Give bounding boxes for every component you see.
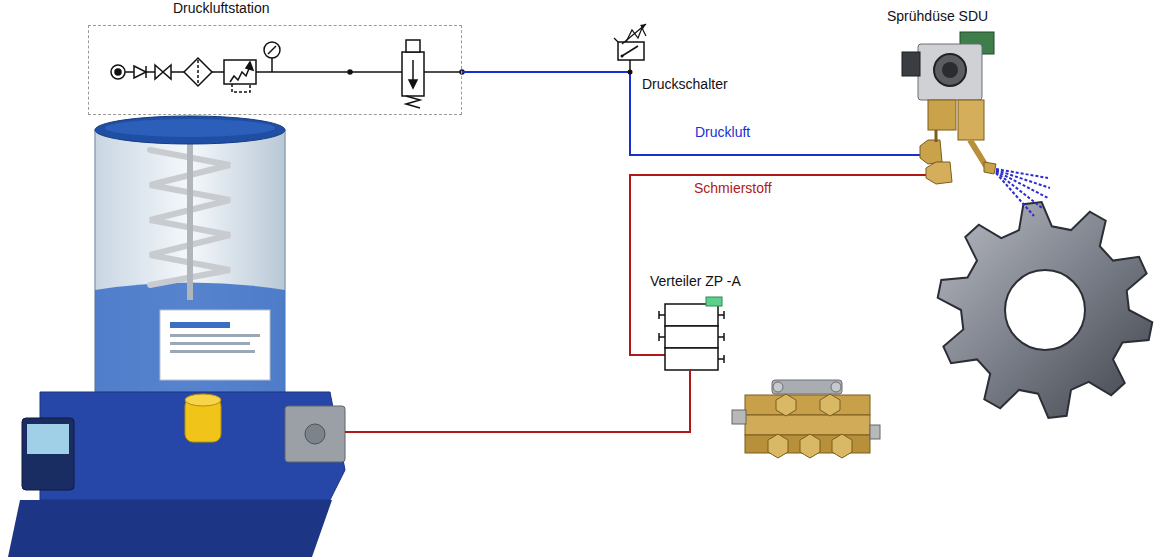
spray-nozzle-symbol [880, 6, 1040, 183]
lubricant-line [345, 373, 690, 432]
distributor-photo [732, 380, 880, 458]
gear [938, 202, 1153, 418]
line-label: Druckluft [693, 124, 752, 141]
connector [462, 72, 612, 73]
connector-line [630, 96, 880, 155]
connector [630, 175, 880, 355]
node-label: Druckluftstation [173, 0, 269, 17]
connector [630, 96, 880, 155]
distributor: Verteiler ZP -A [645, 272, 765, 374]
spray-nozzle: Sprühdüse SDU [880, 6, 1040, 183]
air-station-symbols [111, 40, 464, 108]
line-label: Schmierstoff [692, 180, 774, 197]
pump-unit [8, 116, 345, 557]
node-label: Sprühdüse SDU [887, 8, 988, 25]
connector-line [630, 175, 880, 355]
connector-line [462, 71, 612, 73]
pressure-switch: Druckschalter [612, 28, 740, 96]
air-station-box: Druckluftstation [88, 25, 462, 115]
node-label: Verteiler ZP -A [650, 273, 741, 290]
node-label: Druckschalter [642, 76, 728, 93]
